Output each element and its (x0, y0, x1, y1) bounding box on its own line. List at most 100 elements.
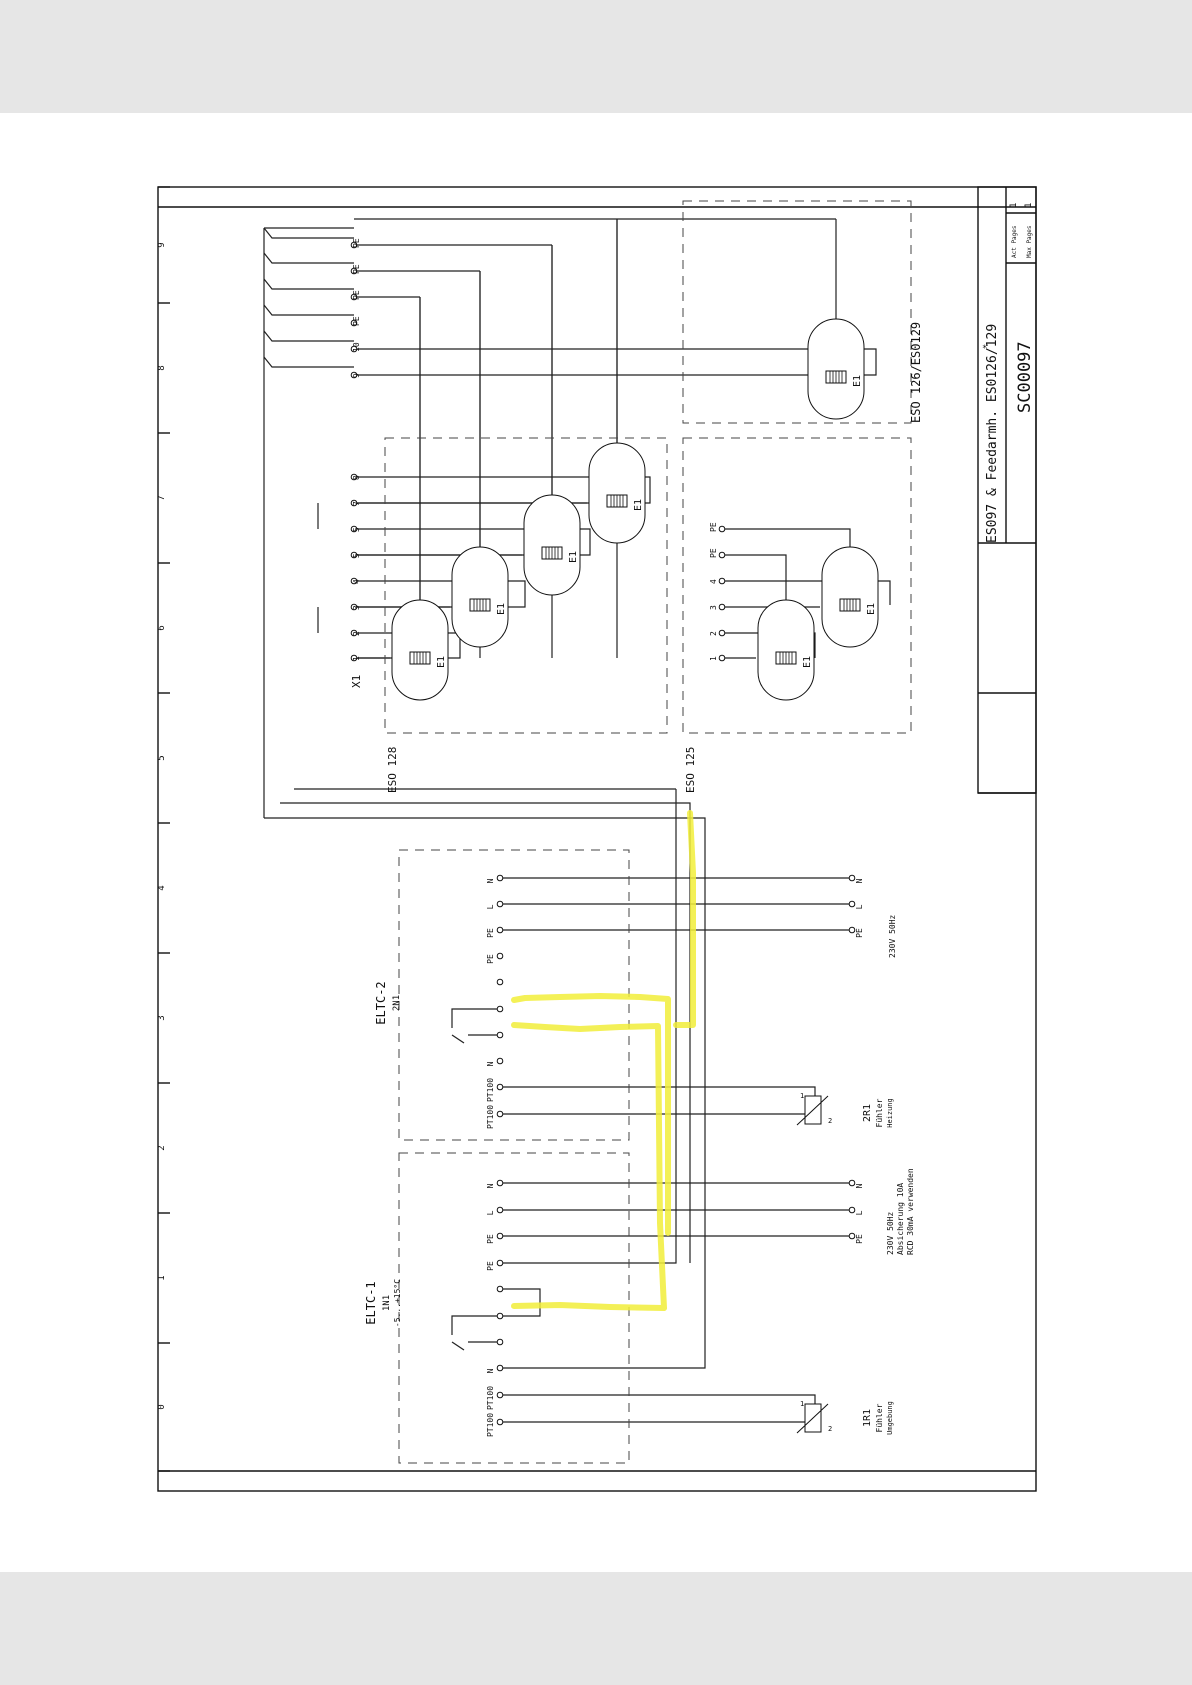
eltc1-supply-text: Absicherung 10A (896, 1183, 905, 1255)
sensor-1r1-pin1: 1 (800, 1400, 804, 1408)
column-number: 9 (157, 242, 167, 247)
strip-bridge (263, 227, 354, 239)
supply-label: PE (855, 1234, 864, 1244)
relay-blade (451, 1341, 465, 1351)
relay-contact (451, 1008, 500, 1028)
supply-label: PE (855, 928, 864, 938)
x1-terminal (350, 473, 358, 481)
supply-label: L (855, 1210, 864, 1215)
strip-bridge (263, 278, 354, 290)
supply-terminal (848, 900, 856, 908)
highlight-stroke (511, 1022, 667, 1311)
relay-blade (451, 1034, 465, 1044)
heater-eso128-4 (588, 442, 646, 544)
eltc2-pin-label: N (486, 878, 495, 883)
eltc2-pin (496, 1057, 504, 1065)
eso125-terminal (718, 551, 726, 559)
eso125-terminal (718, 629, 726, 637)
eso126-label: ESO 126/ES0129 (909, 322, 923, 423)
eso125-terminal (718, 525, 726, 533)
eltc1-pin (496, 1418, 504, 1426)
x1-terminal (350, 603, 358, 611)
relay-contact (451, 1315, 500, 1335)
highlight-stroke (511, 993, 671, 1236)
eltc2-pin (496, 952, 504, 960)
x1-terminal (350, 293, 358, 301)
title-asterisk: * (982, 344, 987, 354)
x1-terminal-label: 1 (352, 656, 361, 661)
page-frame (157, 186, 1037, 1492)
supply-terminal (848, 926, 856, 934)
x1-label: X1 (350, 675, 363, 688)
x1-terminal-label: PE (352, 264, 361, 274)
column-number: 3 (157, 1015, 167, 1020)
eltc2-pin-label: PE (486, 954, 495, 964)
heater-label: E1 (866, 603, 877, 615)
eltc2-supply-text: 230V 50Hz (888, 914, 897, 958)
eltc1-pin (496, 1179, 504, 1187)
loop-7-8 (354, 476, 651, 504)
column-number: 8 (157, 365, 167, 370)
x1-terminal (350, 525, 358, 533)
x1-terminal-label: 3 (352, 605, 361, 610)
max-pages-value: 1 (1024, 203, 1034, 208)
sensor-1r1-line1: Fühler (875, 1403, 884, 1432)
eso125-terminal (718, 603, 726, 611)
eltc1-pin-label: PT100 (486, 1413, 495, 1437)
x1-terminal (350, 551, 358, 559)
eltc1-pin (496, 1259, 504, 1267)
eltc1-n-feed (500, 1333, 706, 1369)
x1-terminal (350, 577, 358, 585)
heater-eso128-2 (451, 546, 509, 648)
highlight-stroke (673, 810, 696, 1028)
eltc2-pin (496, 978, 504, 986)
eso125-terminal-label: 1 (709, 656, 718, 661)
eltc1-pin (496, 1338, 504, 1346)
eso125-terminal (718, 577, 726, 585)
x1-terminal-label: 9 (352, 373, 361, 378)
eltc2-name: ELTC-2 (374, 981, 388, 1024)
eltc2-pin (496, 1031, 504, 1039)
eltc1-pin-label: N (486, 1368, 495, 1373)
x1-terminal-label: PE (352, 290, 361, 300)
heater-label: E1 (436, 656, 447, 668)
eso125-terminal-label: 2 (709, 631, 718, 636)
drawing-frame (157, 186, 1037, 1492)
eltc2-pin (496, 1005, 504, 1013)
heater-outline (821, 546, 879, 648)
eltc1-name: ELTC-1 (364, 1281, 378, 1324)
sensor-2r1-line2: Heizung (886, 1098, 894, 1128)
supply-label: L (855, 904, 864, 909)
eso125-box (682, 437, 912, 734)
loop-3-4 (354, 580, 526, 608)
sensor-2r1-line1: Fühler (875, 1098, 884, 1127)
eltc1-pin-label: PE (486, 1261, 495, 1271)
eltc1-pin (496, 1364, 504, 1372)
x1-terminal (350, 654, 358, 662)
eltc1-pin-label: N (486, 1183, 495, 1188)
heater-outline (391, 599, 449, 701)
x1-terminal-label: 10 (352, 342, 361, 352)
eso126-box (682, 200, 912, 424)
eso125-terminal (718, 654, 726, 662)
act-pages-value: 1 (1009, 203, 1019, 208)
heater-eso125-1 (757, 599, 815, 701)
supply-terminal (848, 1206, 856, 1214)
eltc1-pe-feed (500, 789, 677, 1264)
eltc2-pin (496, 1083, 504, 1091)
eltc2-pin (496, 900, 504, 908)
act-pages-label: Act Pages (1011, 225, 1018, 258)
supply-terminal (848, 1179, 856, 1187)
sensor-arrow (796, 1403, 829, 1434)
strip-bridge (263, 330, 354, 342)
x1-terminal-label: PE (352, 238, 361, 248)
x1-terminal (350, 629, 358, 637)
eltc2-pin (496, 874, 504, 882)
eltc1-pin-label: PT100 (486, 1386, 495, 1410)
heater-outline (807, 318, 865, 420)
sensor-arrow (796, 1095, 829, 1126)
heater-eso128-1 (391, 599, 449, 701)
column-number: 4 (157, 885, 167, 890)
